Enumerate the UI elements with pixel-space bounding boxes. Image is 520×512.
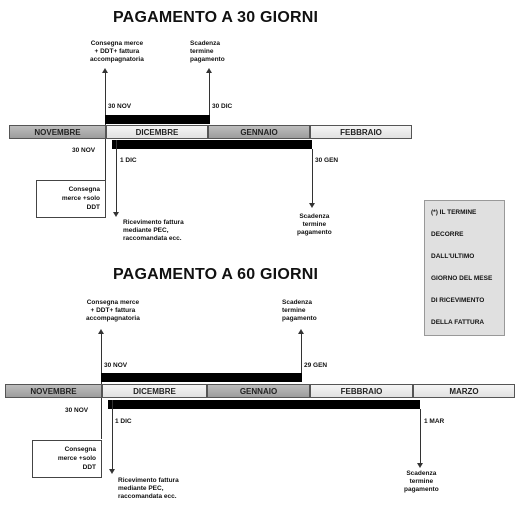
label-ricevimento-60: Ricevimento fattura mediante PEC, raccom… [118, 477, 179, 500]
label-29gen: 29 GEN [304, 362, 328, 369]
note-line-3: DALL'ULTIMO [431, 253, 475, 260]
label-scadenza-bottom-60: Scadenza termine pagamento [404, 470, 439, 493]
note-box: (*) IL TERMINE DECORRE DALL'ULTIMO GIORN… [424, 200, 505, 336]
label-ricevimento-30: Ricevimento fattura mediante PEC, raccom… [123, 219, 184, 242]
label-scadenza-top-30: Scadenza termine pagamento [190, 40, 225, 63]
period-bar-top-30 [105, 115, 210, 124]
period-bar-bottom-60 [108, 400, 420, 409]
box-consegna-ddt-30: Consegna merce +solo DDT [36, 180, 106, 218]
arrow-ricevimento-60 [109, 400, 115, 474]
month-dicembre: DICEMBRE [106, 125, 208, 139]
label-consegna-fattura-60: Consegna merce + DDT+ fattura accompagna… [86, 299, 140, 322]
month-novembre: NOVEMBRE [9, 125, 106, 139]
label-30nov-top-30: 30 NOV [108, 103, 132, 110]
label-scadenza-bottom-30: Scadenza termine pagamento [297, 213, 332, 236]
month-dicembre: DICEMBRE [102, 384, 207, 398]
month-marzo: MARZO [413, 384, 515, 398]
note-line-6: DELLA FATTURA [431, 319, 485, 326]
month-bar-30: NOVEMBRE DICEMBRE GENNAIO FEBBRAIO [9, 125, 412, 139]
title-30-giorni: PAGAMENTO A 30 GIORNI [113, 9, 319, 26]
month-bar-60: NOVEMBRE DICEMBRE GENNAIO FEBBRAIO MARZO [5, 384, 515, 398]
period-bar-bottom-30 [112, 140, 312, 149]
note-line-4: GIORNO DEL MESE [431, 275, 493, 282]
label-30gen: 30 GEN [315, 157, 339, 164]
label-1mar: 1 MAR [424, 418, 445, 425]
title-60-giorni: PAGAMENTO A 60 GIORNI [113, 266, 319, 283]
arrow-scadenza-bottom-60 [417, 409, 423, 468]
label-consegna-fattura-30: Consegna merce + DDT+ fattura accompagna… [90, 40, 144, 63]
arrow-scadenza-bottom-30 [309, 149, 315, 208]
note-line-5: DI RICEVIMENTO [431, 297, 485, 304]
label-1dic-60: 1 DIC [115, 418, 132, 425]
month-gennaio: GENNAIO [208, 125, 310, 139]
month-febbraio: FEBBRAIO [310, 125, 412, 139]
arrow-ricevimento-30 [113, 140, 119, 217]
month-febbraio: FEBBRAIO [310, 384, 413, 398]
arrow-scadenza-top-30 [206, 68, 212, 116]
label-30dic: 30 DIC [212, 103, 233, 110]
box-consegna-ddt-60: Consegna merce +solo DDT [32, 440, 102, 478]
label-scadenza-top-60: Scadenza termine pagamento [282, 299, 317, 322]
label-30nov-left-60: 30 NOV [65, 407, 89, 414]
arrow-scadenza-top-60 [298, 329, 304, 373]
month-novembre: NOVEMBRE [5, 384, 102, 398]
label-30nov-top-60: 30 NOV [104, 362, 128, 369]
label-30nov-left-30: 30 NOV [72, 147, 96, 154]
period-bar-top-60 [101, 373, 302, 382]
month-gennaio: GENNAIO [207, 384, 310, 398]
label-1dic-30: 1 DIC [120, 157, 137, 164]
note-line-1: (*) IL TERMINE [431, 209, 477, 216]
note-line-2: DECORRE [431, 231, 464, 238]
